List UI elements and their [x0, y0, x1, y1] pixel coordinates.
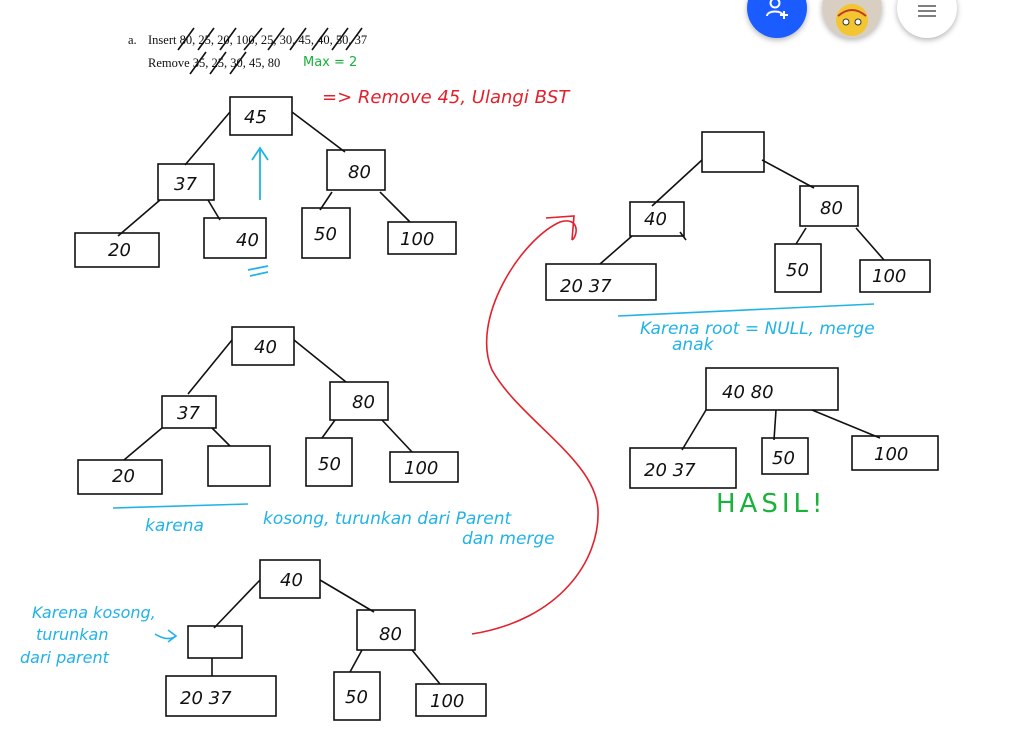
- t5-leaf3-label: 100: [874, 444, 908, 465]
- hamburger-menu-icon: [918, 5, 936, 17]
- arrow-head-icon: [167, 629, 178, 643]
- node-box: [415, 683, 487, 717]
- node-box: [207, 445, 271, 487]
- tree-4: [545, 131, 931, 301]
- node-box: [326, 149, 386, 191]
- t4-leaf1-label: 20 37: [560, 276, 612, 297]
- node-box: [74, 232, 160, 268]
- t2-leaf3-label: 50: [318, 454, 341, 475]
- t2-midright-label: 80: [352, 392, 375, 413]
- node-box: [333, 671, 381, 721]
- node-box: [629, 447, 737, 489]
- t4-midright-label: 80: [820, 198, 843, 219]
- side-note-3: dari parent: [20, 648, 110, 667]
- t1-leaf3-label: 50: [314, 224, 337, 245]
- t2-root-label: 40: [254, 337, 277, 358]
- node-box: [851, 435, 939, 471]
- node-box: [203, 217, 267, 259]
- tree-1: [74, 96, 457, 268]
- avatar-image: [822, 0, 882, 38]
- t5-leaf2-label: 50: [772, 448, 795, 469]
- node-box: [545, 263, 657, 301]
- t5-leaf1-label: 20 37: [644, 460, 696, 481]
- t3-leaf3-label: 50: [345, 687, 368, 708]
- node-box: [705, 367, 839, 411]
- node-box: [301, 207, 351, 259]
- t1-midleft-label: 37: [174, 174, 197, 195]
- node-box: [701, 131, 765, 173]
- side-note-1: Karena kosong,: [32, 603, 156, 622]
- remove-line: Remove 35, 25, 30, 45, 80: [148, 56, 280, 70]
- t4-leaf4-label: 100: [872, 266, 906, 287]
- underline: [617, 303, 875, 317]
- t3-leaf4-label: 100: [430, 691, 464, 712]
- t3-root-label: 40: [280, 570, 303, 591]
- up-arrow-icon: [247, 146, 269, 277]
- t4-midleft-label: 40: [644, 209, 667, 230]
- underline: [112, 503, 249, 509]
- tree-2: [77, 326, 459, 495]
- node-box: [77, 459, 163, 495]
- t2-leaf1-label: 20: [112, 466, 135, 487]
- t1-leaf1-label: 20: [108, 240, 131, 261]
- node-box: [165, 675, 277, 717]
- karena-note: karena: [145, 516, 204, 536]
- node-box: [161, 395, 217, 429]
- problem-label: a.: [128, 33, 137, 47]
- t1-leaf2-label: 40: [236, 230, 259, 251]
- max-note: Max = 2: [303, 55, 357, 70]
- node-box: [187, 625, 243, 659]
- node-box: [259, 559, 321, 599]
- root-null-note: Karena root = NULL, merge: [640, 319, 875, 339]
- node-box: [387, 221, 457, 255]
- node-box: [305, 437, 353, 487]
- merge-note: dan merge: [462, 529, 555, 549]
- tree-5: [629, 367, 939, 489]
- node-box: [157, 163, 215, 201]
- t1-leaf4-label: 100: [400, 229, 434, 250]
- t2-leaf4-label: 100: [404, 458, 438, 479]
- t2-midleft-label: 37: [177, 403, 200, 424]
- node-box: [231, 326, 295, 366]
- node-box: [389, 451, 459, 483]
- t1-root-label: 45: [244, 107, 267, 128]
- arrow-head-icon: [545, 215, 575, 241]
- node-box: [629, 201, 685, 237]
- result-label: HASIL!: [716, 489, 826, 519]
- node-box: [859, 259, 931, 293]
- root-null-note-2: anak: [672, 335, 715, 355]
- node-box: [761, 437, 809, 475]
- connector-curve: [471, 220, 599, 635]
- node-box: [799, 185, 859, 227]
- side-note-2: turunkan: [36, 625, 108, 644]
- node-box: [229, 96, 293, 136]
- t5-root-label: 40 80: [722, 382, 774, 403]
- node-box: [329, 381, 389, 421]
- remove-note: => Remove 45, Ulangi BST: [322, 87, 571, 108]
- tree-3: [165, 559, 487, 721]
- t4-leaf3-label: 50: [786, 260, 809, 281]
- node-box: [774, 243, 822, 293]
- t1-midright-label: 80: [348, 162, 371, 183]
- person-add-icon: [766, 0, 788, 19]
- kosong-note: kosong, turunkan dari Parent: [263, 509, 513, 529]
- t3-midright-label: 80: [379, 624, 402, 645]
- strike-marks: [177, 27, 363, 75]
- node-box: [356, 609, 416, 651]
- t3-leaf1-label: 20 37: [180, 688, 232, 709]
